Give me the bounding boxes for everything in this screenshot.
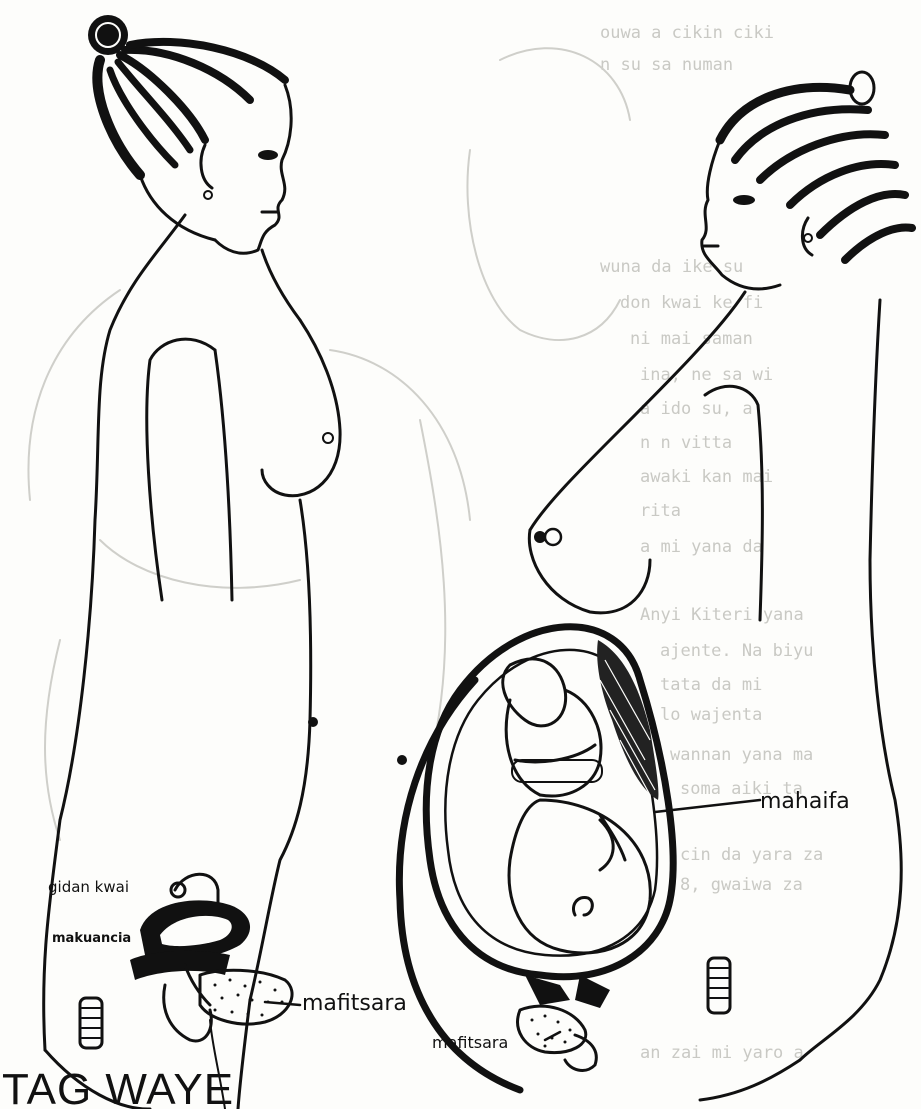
caption-title: TAG WAYE — [2, 1065, 234, 1109]
bleed-line: ni mai saman — [630, 329, 753, 349]
bleed-line: Anyi Kiteri yana — [640, 605, 804, 625]
bleed-line: a mi yana da — [640, 537, 763, 557]
bleed-line: rita — [640, 501, 681, 521]
bleed-line: 8, gwaiwa za — [680, 875, 803, 895]
bleed-line: cin da yara za — [680, 845, 823, 865]
label-mafitsara-left: mafitsara — [302, 991, 407, 1016]
right-figure — [397, 72, 912, 1100]
right-hair — [720, 72, 912, 260]
label-mafitsara-right: mafitsara — [432, 1033, 508, 1052]
bleed-line: n n vitta — [640, 433, 732, 453]
left-spine — [80, 998, 102, 1048]
right-bladder — [518, 1006, 597, 1070]
bleed-through-text: ouwa a cikin ciki n su sa numan wuna da … — [600, 23, 823, 1063]
right-spine — [708, 958, 730, 1013]
left-organs — [130, 874, 250, 1041]
bleed-line: n su sa numan — [600, 55, 733, 75]
ghost-figures — [28, 48, 630, 840]
bleed-line: wannan yana ma — [670, 745, 813, 765]
bleed-line: an zai mi yaro a — [640, 1043, 804, 1063]
bleed-line: ajente. Na biyu — [660, 641, 814, 661]
bleed-line: awaki kan mai — [640, 467, 773, 487]
bleed-line: tata da mi — [660, 675, 762, 695]
label-mahaifa: mahaifa — [760, 789, 850, 814]
label-makuancia: makuancia — [52, 931, 131, 946]
left-hair — [88, 15, 285, 175]
bleed-line: lo wajenta — [660, 705, 762, 725]
label-gidan-kwai: gidan kwai — [48, 878, 129, 896]
bleed-line: ouwa a cikin ciki — [600, 23, 774, 43]
bleed-line: a ido su, a — [640, 399, 753, 419]
bleed-line: ina, ne sa wi — [640, 365, 773, 385]
